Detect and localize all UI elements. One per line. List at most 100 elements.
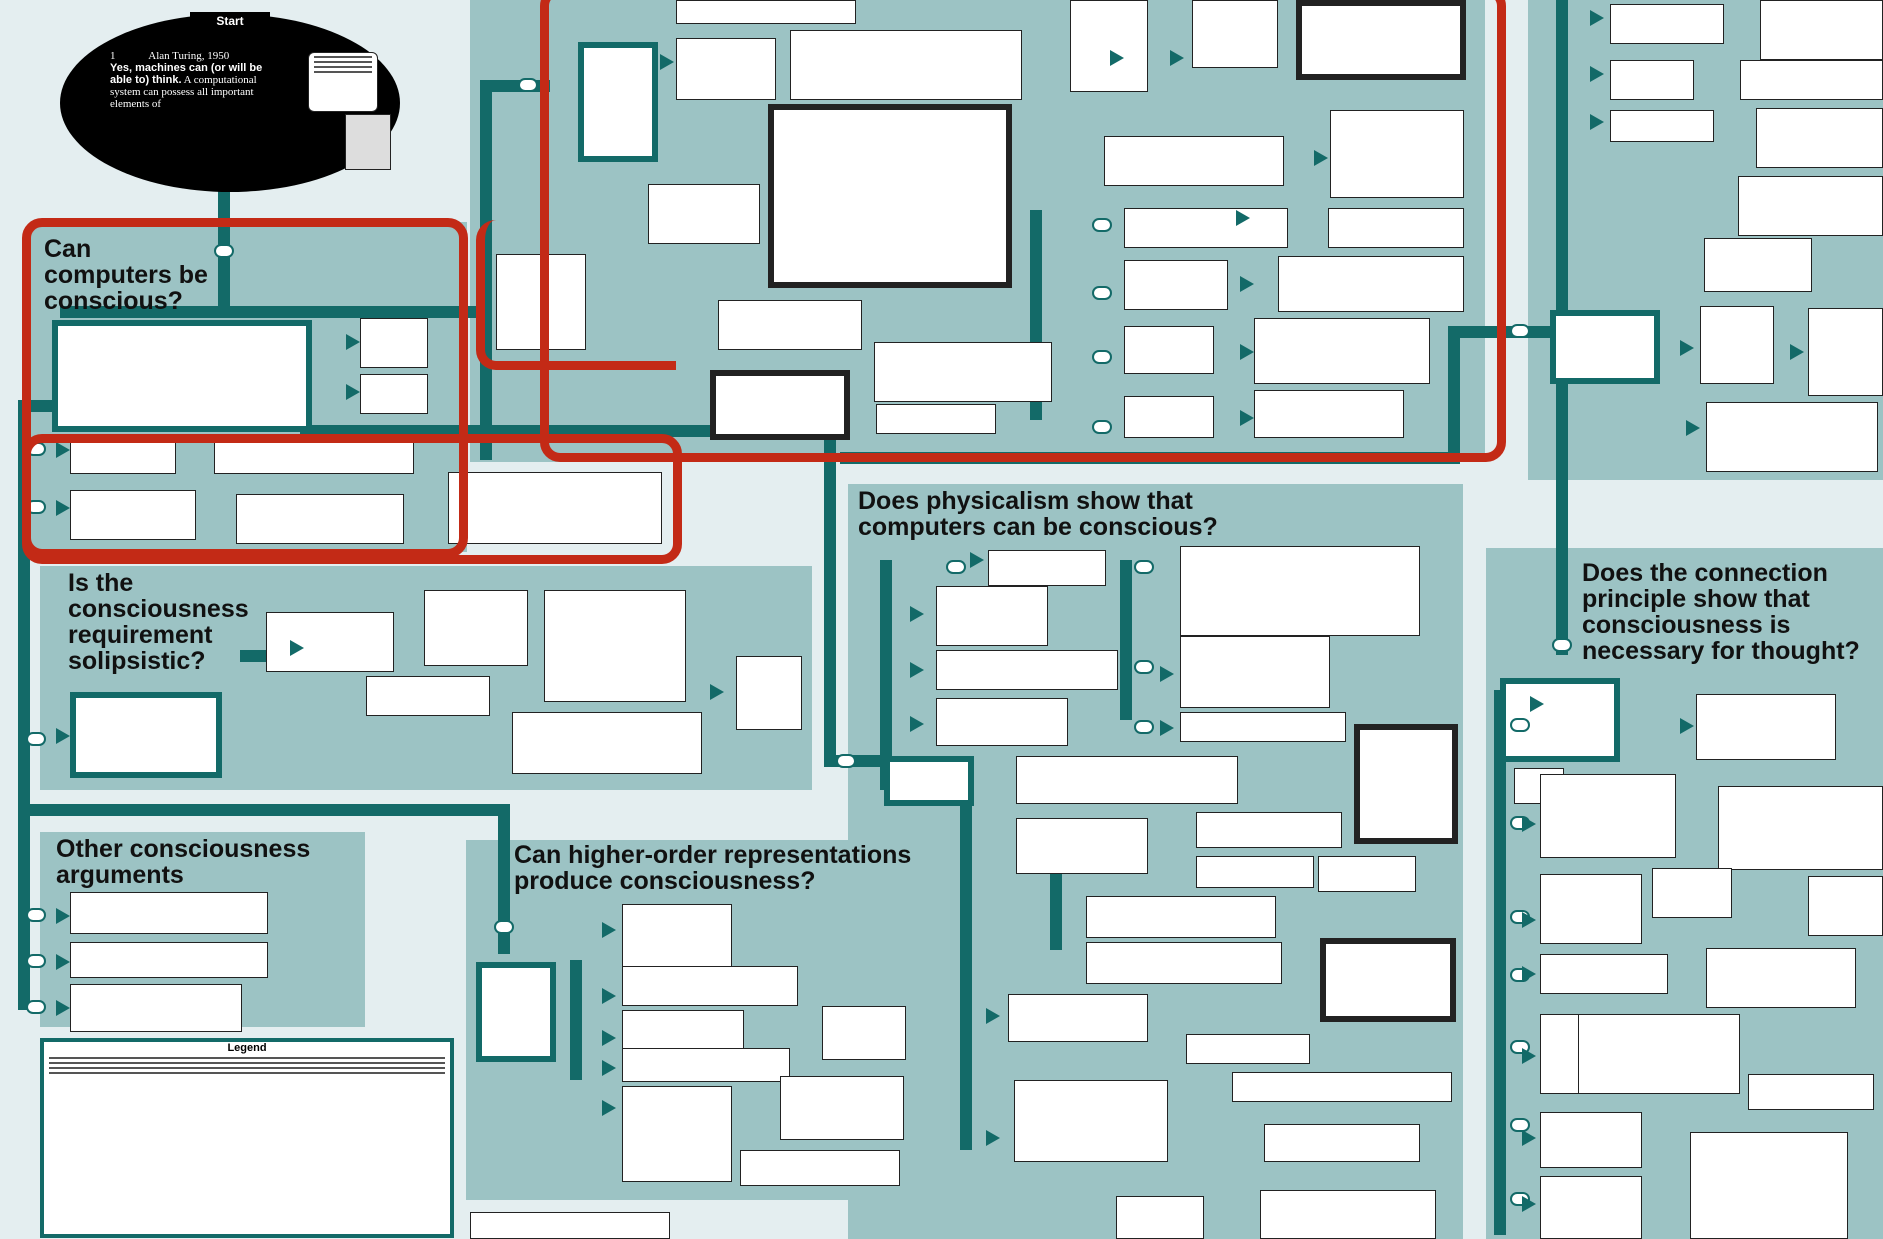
argument-box[interactable] — [1264, 1124, 1420, 1162]
argument-box[interactable] — [622, 1086, 732, 1182]
start-node[interactable]: Start 1 Alan Turing, 1950 Yes, machines … — [60, 12, 400, 192]
argument-box[interactable] — [578, 42, 658, 162]
argument-box[interactable] — [622, 904, 732, 968]
argument-box[interactable] — [1610, 60, 1694, 100]
connector-node[interactable] — [1510, 718, 1530, 732]
connector-node[interactable] — [1552, 638, 1572, 652]
connector-node[interactable] — [26, 500, 46, 514]
argument-box[interactable] — [622, 1048, 790, 1082]
argument-box[interactable] — [1254, 390, 1404, 438]
argument-box[interactable] — [1540, 1176, 1642, 1239]
argument-box[interactable] — [70, 984, 242, 1032]
argument-box[interactable] — [1016, 756, 1238, 804]
argument-box[interactable] — [70, 892, 268, 934]
argument-box[interactable] — [1070, 0, 1148, 92]
argument-box[interactable] — [1738, 176, 1883, 236]
argument-box[interactable] — [1706, 948, 1856, 1008]
connector-node[interactable] — [214, 244, 234, 258]
connector-node[interactable] — [836, 754, 856, 768]
argument-box[interactable] — [1278, 256, 1464, 312]
argument-box[interactable] — [360, 374, 428, 414]
argument-box[interactable] — [70, 490, 196, 540]
argument-box[interactable] — [710, 370, 850, 440]
argument-box[interactable] — [988, 550, 1106, 586]
argument-box[interactable] — [822, 1006, 906, 1060]
argument-box[interactable] — [1196, 812, 1342, 848]
connector-node[interactable] — [26, 442, 46, 456]
argument-box[interactable] — [936, 650, 1118, 690]
connector-node[interactable] — [1092, 286, 1112, 300]
connector-node[interactable] — [518, 78, 538, 92]
argument-box[interactable] — [512, 712, 702, 774]
argument-box[interactable] — [736, 656, 802, 730]
argument-box[interactable] — [1808, 876, 1883, 936]
connector-node[interactable] — [1092, 218, 1112, 232]
argument-box[interactable] — [1808, 308, 1883, 396]
argument-box[interactable] — [1328, 208, 1464, 248]
argument-table[interactable] — [448, 472, 662, 544]
connector-node[interactable] — [1510, 324, 1530, 338]
argument-box[interactable] — [740, 1150, 900, 1186]
argument-box[interactable] — [1748, 1074, 1874, 1110]
argument-box[interactable] — [476, 962, 556, 1062]
argument-box[interactable] — [70, 692, 222, 778]
argument-box[interactable] — [52, 320, 312, 432]
argument-box[interactable] — [1318, 856, 1416, 892]
argument-box[interactable] — [718, 300, 862, 350]
argument-box[interactable] — [1086, 896, 1276, 938]
argument-box[interactable] — [1540, 954, 1668, 994]
connector-node[interactable] — [26, 732, 46, 746]
argument-box[interactable] — [790, 30, 1022, 100]
argument-box[interactable] — [1180, 636, 1330, 708]
argument-box[interactable] — [1740, 60, 1883, 100]
argument-box[interactable] — [1116, 1196, 1204, 1239]
argument-box[interactable] — [1014, 1080, 1168, 1162]
argument-box[interactable] — [1016, 818, 1148, 874]
argument-box[interactable] — [1320, 938, 1456, 1022]
argument-box[interactable] — [1254, 318, 1430, 384]
argument-box[interactable] — [876, 404, 996, 434]
argument-box[interactable] — [884, 756, 974, 806]
connector-node[interactable] — [1134, 720, 1154, 734]
argument-box[interactable] — [544, 590, 686, 702]
argument-box[interactable] — [1124, 208, 1288, 248]
argument-box[interactable] — [676, 0, 856, 24]
argument-box[interactable] — [1124, 326, 1214, 374]
argument-box[interactable] — [424, 590, 528, 666]
argument-box[interactable] — [236, 494, 404, 544]
argument-box[interactable] — [1180, 712, 1346, 742]
argument-box[interactable] — [360, 318, 428, 368]
argument-box[interactable] — [1124, 260, 1228, 310]
argument-box[interactable] — [1296, 0, 1466, 80]
connector-node[interactable] — [26, 908, 46, 922]
argument-box[interactable] — [1610, 4, 1724, 44]
table-box[interactable] — [768, 104, 1012, 288]
argument-box[interactable] — [1232, 1072, 1452, 1102]
argument-box[interactable] — [1196, 856, 1314, 888]
argument-box[interactable] — [1180, 546, 1420, 636]
argument-box[interactable] — [622, 1010, 744, 1050]
connector-node[interactable] — [1092, 350, 1112, 364]
argument-box[interactable] — [1718, 786, 1883, 870]
argument-box[interactable] — [1260, 1190, 1436, 1239]
argument-box[interactable] — [1086, 942, 1282, 984]
argument-box[interactable] — [214, 438, 414, 474]
argument-box[interactable] — [780, 1076, 904, 1140]
argument-box[interactable] — [496, 254, 586, 350]
argument-box[interactable] — [1540, 1014, 1580, 1094]
argument-box[interactable] — [70, 942, 268, 978]
argument-box[interactable] — [1186, 1034, 1310, 1064]
connector-node[interactable] — [946, 560, 966, 574]
argument-table[interactable] — [1690, 1132, 1848, 1239]
argument-box[interactable] — [1706, 402, 1878, 472]
argument-box[interactable] — [1330, 110, 1464, 198]
argument-box[interactable] — [1540, 874, 1642, 944]
argument-box[interactable] — [1540, 774, 1676, 858]
connector-node[interactable] — [494, 920, 514, 934]
argument-box[interactable] — [1540, 1112, 1642, 1168]
argument-box[interactable] — [1124, 396, 1214, 438]
argument-box[interactable] — [676, 38, 776, 100]
argument-box[interactable] — [1610, 110, 1714, 142]
argument-box[interactable] — [936, 586, 1048, 646]
connector-node[interactable] — [1134, 660, 1154, 674]
